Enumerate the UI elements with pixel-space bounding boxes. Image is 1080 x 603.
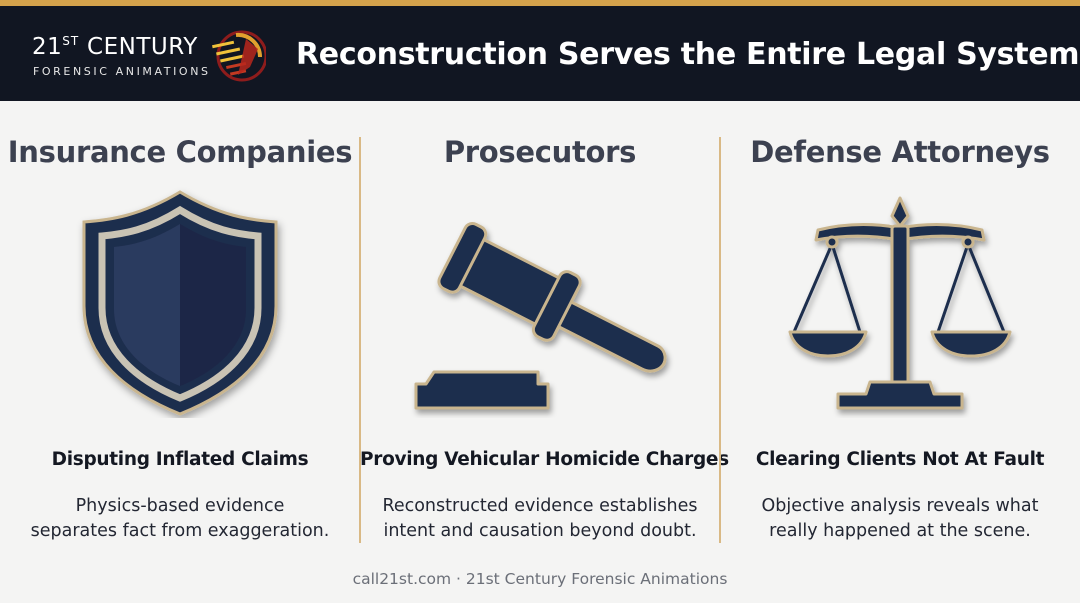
- column-prosecutors: Prosecutors Proving Vehicular Homicide C…: [360, 0, 729, 603]
- column-description: Physics-based evidence separates fact fr…: [30, 496, 330, 541]
- logo-wordmark: 21ST CENTURY: [32, 34, 198, 60]
- column-divider: [719, 137, 721, 543]
- column-title: Insurance Companies: [7, 135, 353, 169]
- column-description: Objective analysis reveals what really h…: [761, 496, 1039, 541]
- column-defense: Defense Attorneys: [720, 0, 1080, 603]
- column-insurance: Insurance Companies Disputing Inflated C…: [0, 0, 360, 603]
- header-banner: 21ST CENTURY FORENSIC ANIMATIONS Reconst…: [0, 6, 1080, 101]
- logo-tagline: FORENSIC ANIMATIONS: [33, 65, 211, 78]
- column-subtitle: Disputing Inflated Claims: [51, 449, 309, 470]
- top-accent-strip: [0, 0, 1080, 6]
- column-description: Reconstructed evidence establishes inten…: [382, 496, 698, 541]
- column-subtitle: Clearing Clients Not At Fault: [755, 449, 1045, 470]
- page-title: Reconstruction Serves the Entire Legal S…: [296, 37, 1080, 72]
- column-title: Prosecutors: [443, 135, 637, 169]
- column-divider: [359, 137, 361, 543]
- company-logo[interactable]: 21ST CENTURY FORENSIC ANIMATIONS: [32, 30, 272, 90]
- footer-text[interactable]: call21st.com · 21st Century Forensic Ani…: [352, 570, 728, 588]
- logo-swoosh-icon: [212, 30, 266, 82]
- scales-of-justice-icon: [788, 196, 1012, 410]
- gavel-icon: [414, 222, 667, 410]
- column-title: Defense Attorneys: [750, 135, 1050, 169]
- shield-icon: [82, 190, 278, 416]
- column-subtitle: Proving Vehicular Homicide Charges: [360, 449, 729, 470]
